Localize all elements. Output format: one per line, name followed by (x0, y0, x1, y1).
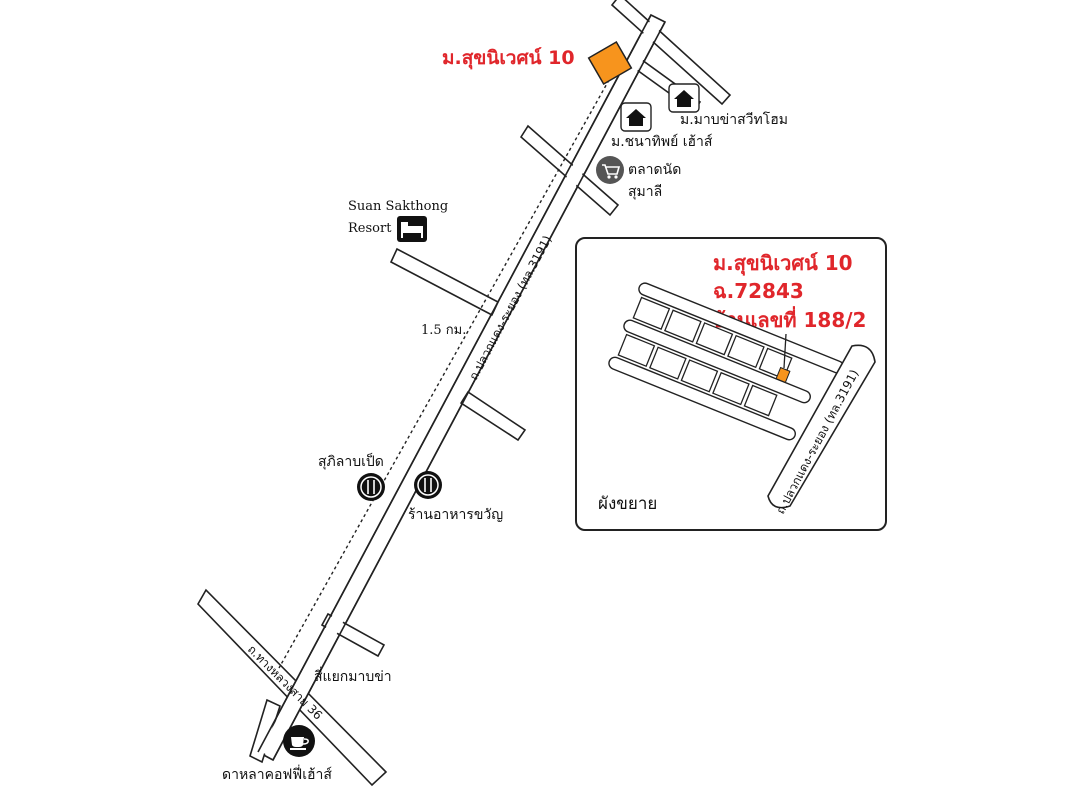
cross-road-market (519, 124, 620, 217)
chanathip-house-label: ม.ชนาทิพย์ เฮ้าส์ (611, 133, 713, 150)
inset-map: ม.สุขนิเวศน์ 10 ฉ.72843 บ้านเลขที่ 188/2… (575, 237, 887, 531)
inset-block-grid (608, 282, 845, 441)
main-road-edge-right (272, 21, 666, 761)
resort-name-line1: Suan Sakthong (348, 199, 448, 214)
main-road-overlay (260, 17, 663, 757)
fork-knife-icon (357, 473, 385, 501)
shopping-cart-icon (596, 156, 624, 184)
destination-marker (587, 40, 633, 86)
market-label-line1: ตลาดนัด (628, 162, 681, 178)
house-icon (620, 102, 652, 132)
inset-destination-line1: ม.สุขนิเวศน์ 10 (713, 251, 853, 276)
market-label-line2: สุมาลี (628, 184, 662, 200)
inset-main-road (767, 344, 876, 509)
inset-destination-line2: ฉ.72843 (713, 279, 804, 303)
route-dotted-line (278, 79, 610, 669)
supilab-restaurant-label: สุภิลาบเป็ด (318, 452, 384, 470)
main-road-edge-left (257, 14, 652, 753)
mabkha-village-label: ม.มาบข่าสวีทโฮม (680, 111, 788, 128)
fork-knife-icon (414, 471, 442, 499)
resort-name-line2: Resort (348, 221, 392, 236)
junction-label: สี่แยกมาบข่า (314, 667, 392, 685)
road-network (197, 0, 732, 787)
inset-destination-plot (775, 366, 791, 384)
top-side-road (610, 0, 732, 106)
distance-label: 1.5 กม. (421, 323, 466, 338)
inset-pointer-line (783, 333, 787, 369)
south-road (249, 698, 281, 764)
khwan-restaurant-label: ร้านอาหารขวัญ (408, 507, 503, 523)
restaurant-road (459, 390, 527, 442)
destination-label: ม.สุขนิเวศน์ 10 (442, 47, 575, 70)
house-icon (668, 83, 700, 113)
bed-icon (397, 216, 427, 242)
inset-title: ผังขยาย (598, 494, 657, 514)
cafe-label: ดาหลาคอฟฟี่เฮ้าส์ (222, 765, 332, 783)
coffee-cup-icon (283, 725, 315, 757)
